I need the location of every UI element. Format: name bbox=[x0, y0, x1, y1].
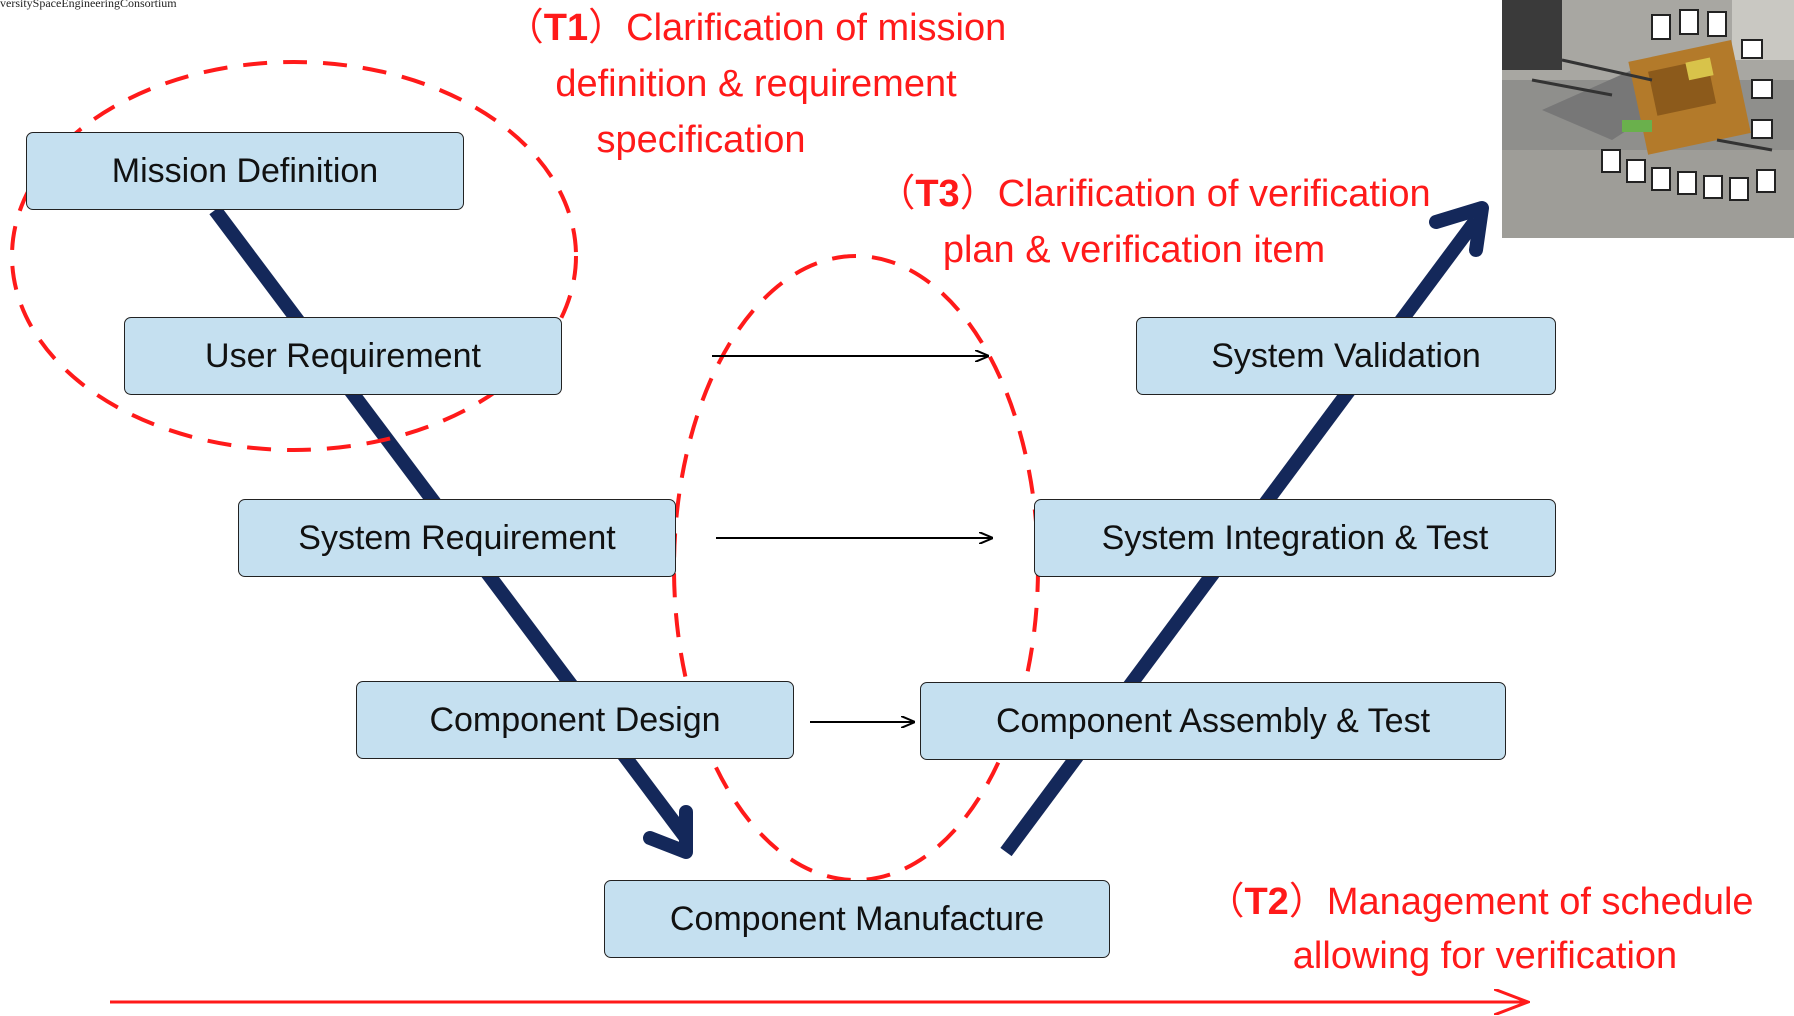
organization-label: versitySpaceEngineeringConsortium bbox=[0, 0, 177, 10]
box-system-integration-test: System Integration & Test bbox=[1034, 499, 1556, 577]
annotation-t3: （T3）Clarification of verification plan &… bbox=[838, 168, 1470, 276]
box-component-manufacture: Component Manufacture bbox=[604, 880, 1110, 958]
box-user-requirement: User Requirement bbox=[124, 317, 562, 395]
v-left-arrowhead bbox=[643, 805, 693, 859]
annotation-t1-line1: （T1）Clarification of mission bbox=[505, 7, 1007, 49]
annotation-t2-line1: （T2）Management of schedule bbox=[1206, 881, 1754, 923]
box-system-requirement: System Requirement bbox=[238, 499, 676, 577]
box-mission-definition: Mission Definition bbox=[26, 132, 464, 210]
t3-dashed-ellipse bbox=[672, 254, 1040, 882]
annotation-t1-tag: T1 bbox=[543, 7, 589, 49]
annotation-t2-tag: T2 bbox=[1244, 881, 1289, 923]
box-component-design: Component Design bbox=[356, 681, 794, 759]
box-component-assembly-test: Component Assembly & Test bbox=[920, 682, 1506, 760]
annotation-t2: （T2）Management of schedule allowing for … bbox=[1170, 876, 1790, 982]
annotation-t3-tag: T3 bbox=[915, 173, 960, 215]
annotation-t3-line1: （T3）Clarification of verification bbox=[877, 173, 1431, 215]
annotation-t1-line3: specification bbox=[596, 119, 806, 161]
rover-robot-photo bbox=[1502, 0, 1794, 238]
annotation-t1: （T1）Clarification of mission definition … bbox=[462, 2, 1050, 166]
box-system-validation: System Validation bbox=[1136, 317, 1556, 395]
v-right-arrowhead bbox=[1429, 201, 1489, 257]
annotation-t1-line2: definition & requirement bbox=[555, 63, 957, 105]
t1-dashed-ellipse bbox=[10, 60, 578, 452]
annotation-t3-line2: plan & verification item bbox=[942, 229, 1326, 271]
annotation-t2-line2: allowing for verification bbox=[1292, 935, 1678, 977]
